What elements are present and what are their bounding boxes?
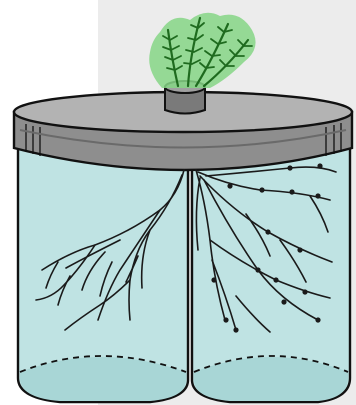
left-chamber	[18, 145, 188, 402]
right-chamber	[192, 145, 350, 402]
